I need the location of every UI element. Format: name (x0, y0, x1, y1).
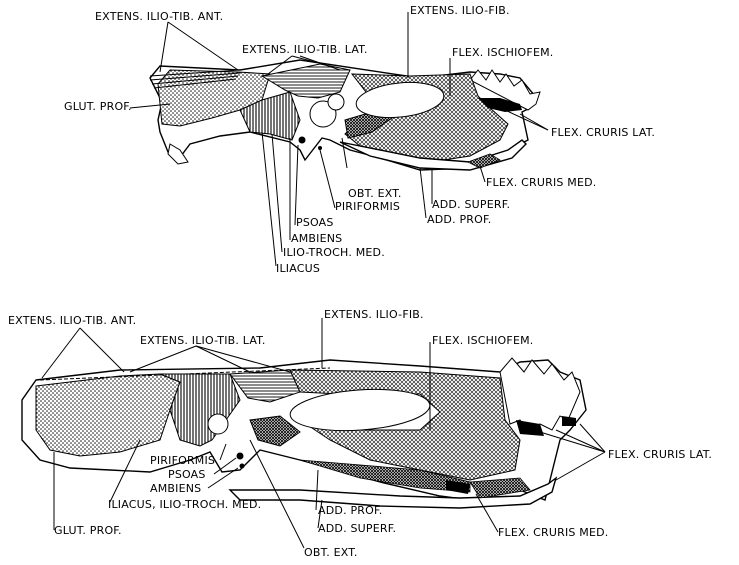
top-label-flex-ischiofem: FLEX. ISCHIOFEM. (452, 46, 553, 59)
top-label-psoas: PSOAS (296, 216, 334, 229)
bottom-label-ambiens: AMBIENS (150, 482, 201, 495)
top-label-glut-prof: GLUT. PROF. (64, 100, 132, 113)
bottom-label-piriformis: PIRIFORMIS (150, 454, 215, 467)
bottom-psoas-dot (237, 453, 244, 460)
bottom-label-flex-cruris-lat: FLEX. CRURIS LAT. (608, 448, 712, 461)
top-small-dot (318, 146, 322, 150)
bottom-label-ext-ilio-tib-ant: EXTENS. ILIO-TIB. ANT. (8, 314, 136, 327)
top-label-piriformis: PIRIFORMIS (335, 200, 400, 213)
bottom-label-obt-ext: OBT. EXT. (304, 546, 358, 559)
bottom-label-iliacus-ilio-troch-med: ILIACUS, ILIO-TROCH. MED. (108, 498, 261, 511)
bottom-pelvis (22, 318, 605, 548)
top-label-flex-cruris-lat: FLEX. CRURIS LAT. (551, 126, 655, 139)
top-acetabulum-inner (328, 94, 344, 110)
bottom-label-psoas: PSOAS (168, 468, 206, 481)
bottom-label-add-prof: ADD. PROF. (318, 504, 382, 517)
bottom-label-flex-ischiofem: FLEX. ISCHIOFEM. (432, 334, 533, 347)
top-label-add-superf: ADD. SUPERF. (432, 198, 510, 211)
top-psoas-dot (299, 137, 306, 144)
bottom-label-ext-ilio-tib-lat: EXTENS. ILIO-TIB. LAT. (140, 334, 266, 347)
top-label-add-prof: ADD. PROF. (427, 213, 491, 226)
bottom-label-glut-prof: GLUT. PROF. (54, 524, 122, 537)
top-label-iliacus: ILIACUS (276, 262, 320, 275)
top-label-ext-ilio-fib: EXTENS. ILIO-FIB. (410, 4, 510, 17)
top-label-ext-ilio-tib-ant: EXTENS. ILIO-TIB. ANT. (95, 10, 223, 23)
top-label-ilio-troch-med: ILIO-TROCH. MED. (283, 246, 385, 259)
top-label-flex-cruris-med: FLEX. CRURIS MED. (486, 176, 596, 189)
bottom-label-ext-ilio-fib: EXTENS. ILIO-FIB. (324, 308, 424, 321)
top-label-ext-ilio-tib-lat: EXTENS. ILIO-TIB. LAT. (242, 43, 368, 56)
bottom-acetabulum (208, 414, 228, 434)
bottom-ambiens-dot (240, 464, 245, 469)
bottom-label-flex-cruris-med: FLEX. CRURIS MED. (498, 526, 608, 539)
bottom-label-add-superf: ADD. SUPERF. (318, 522, 396, 535)
top-label-ambiens: AMBIENS (291, 232, 342, 245)
top-label-obt-ext: OBT. EXT. (348, 187, 402, 200)
